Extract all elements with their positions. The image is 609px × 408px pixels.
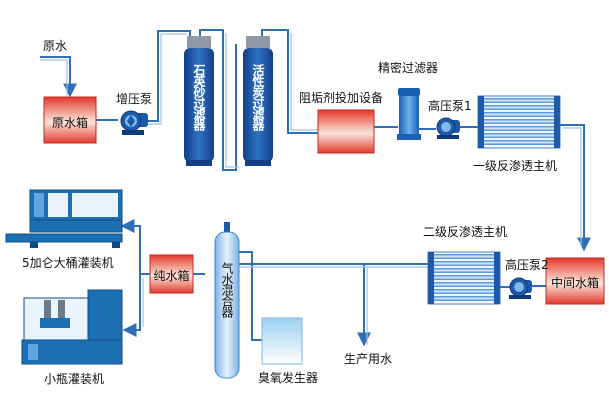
antiscalant-dosing-device bbox=[317, 109, 375, 154]
ozone-generator-label: 臭氧发生器 bbox=[258, 371, 319, 385]
booster-pump-label: 增压泵 bbox=[116, 92, 153, 106]
high-pressure-pump-2 bbox=[509, 277, 532, 299]
gas-water-mixer bbox=[214, 222, 240, 379]
bottle-filling-machine bbox=[21, 289, 123, 365]
booster-pump bbox=[120, 110, 148, 135]
raw-water-tank-label: 原水箱 bbox=[51, 116, 88, 130]
intermediate-tank bbox=[545, 257, 605, 305]
second-stage-ro-unit bbox=[427, 251, 501, 305]
activated-carbon-filter-label: 活性炭过滤器 bbox=[251, 64, 265, 130]
barrel-filling-machine bbox=[5, 189, 123, 248]
quartz-sand-filter bbox=[184, 36, 214, 166]
ozone-generator bbox=[261, 317, 303, 365]
intermediate-tank-label: 中间水箱 bbox=[550, 276, 599, 290]
pipes bbox=[40, 29, 591, 347]
pure-water-tank-label: 纯水箱 bbox=[153, 269, 190, 283]
precision-filter-label: 精密过滤器 bbox=[378, 61, 439, 75]
first-stage-ro-unit bbox=[477, 95, 561, 149]
bottle-filling-machine-label: 小瓶灌装机 bbox=[44, 372, 105, 386]
first-stage-ro-label: 一级反渗透主机 bbox=[473, 159, 558, 173]
raw-water-tank bbox=[43, 96, 97, 144]
barrel-filling-machine-label: 5加仑大桶灌装机 bbox=[22, 256, 114, 270]
high-pressure-pump-1-label: 高压泵1 bbox=[428, 99, 472, 113]
antiscalant-dosing-label: 阻垢剂投加设备 bbox=[299, 91, 384, 105]
precision-filter bbox=[397, 88, 421, 140]
activated-carbon-filter bbox=[243, 36, 273, 166]
high-pressure-pump-1 bbox=[436, 117, 460, 139]
gas-water-mixer-label: 气水混合器 bbox=[220, 262, 234, 317]
quartz-sand-filter-label: 石英砂过滤器 bbox=[192, 64, 206, 130]
high-pressure-pump-2-label: 高压泵2 bbox=[505, 258, 549, 272]
pure-water-tank bbox=[149, 254, 194, 294]
production-water-label: 生产用水 bbox=[344, 352, 393, 366]
second-stage-ro-label: 二级反渗透主机 bbox=[423, 225, 508, 239]
raw-water-label: 原水 bbox=[43, 39, 68, 53]
